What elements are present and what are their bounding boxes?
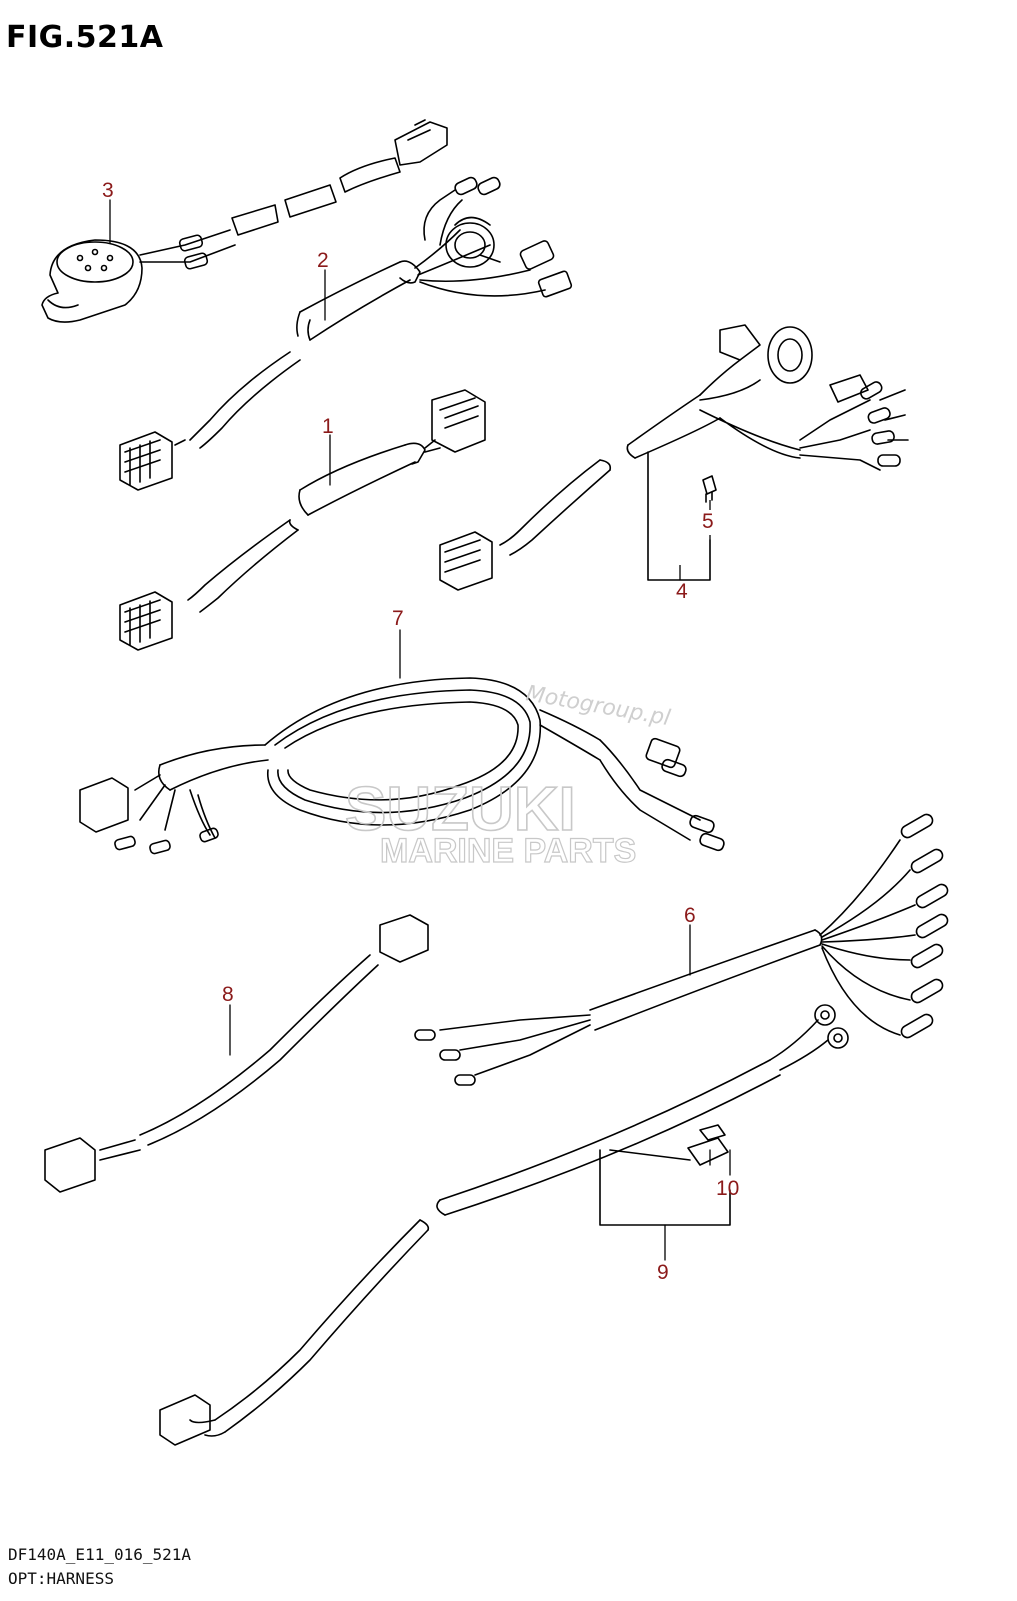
part-4-bracket	[647, 451, 711, 581]
part-9-connector	[159, 1394, 211, 1446]
round-connector	[445, 222, 495, 268]
buzzer-body	[41, 239, 143, 323]
part-1-connector	[119, 591, 173, 651]
callout-6: 6	[684, 904, 696, 927]
footer-name: OPT:HARNESS	[8, 1569, 114, 1588]
part-1-harness	[119, 389, 486, 651]
watermark: Motogroup.pl SUZUKI MARINE PARTS	[344, 681, 672, 870]
part-4-connector	[439, 531, 493, 591]
part-7-harness	[79, 677, 725, 855]
part-8-connector-top	[379, 914, 429, 963]
part-5-fuse	[702, 475, 717, 503]
callout-10: 10	[716, 1177, 739, 1200]
part-2-connector	[119, 431, 173, 491]
part-2-harness	[119, 176, 573, 491]
part-4-harness	[439, 324, 909, 591]
part-8-harness	[44, 914, 429, 1193]
callout-7: 7	[392, 607, 404, 630]
part-4-round-connector	[767, 326, 813, 384]
figure-title: FIG.521A	[6, 20, 164, 55]
watermark-site: Motogroup.pl	[524, 681, 672, 731]
ring-terminal-2	[827, 1027, 849, 1049]
leader-details	[679, 500, 711, 580]
callout-4: 4	[676, 580, 688, 603]
buzzer-face	[56, 241, 134, 283]
ring-terminal-1	[814, 1004, 836, 1026]
part-3-buzzer-harness	[41, 119, 448, 323]
footer-code: DF140A_E11_016_521A	[8, 1545, 192, 1564]
part-8-connector-bottom	[44, 1137, 96, 1193]
callouts: 3 2 1 5 4 7 6 8 10 9	[102, 179, 739, 1284]
part-6-harness	[414, 813, 949, 1086]
callout-3: 3	[102, 179, 114, 202]
callout-5: 5	[702, 510, 714, 533]
buzzer-connector	[394, 121, 448, 166]
watermark-brand: SUZUKI	[345, 775, 576, 844]
callout-9: 9	[657, 1261, 669, 1284]
callout-8: 8	[222, 983, 234, 1006]
part-10-fuse-holder	[687, 1137, 729, 1166]
part-7-connector	[79, 777, 129, 833]
leader-lines	[109, 199, 731, 1261]
part-9-harness	[159, 1004, 849, 1446]
part-1-socket	[431, 389, 486, 453]
watermark-subtitle: MARINE PARTS	[380, 832, 636, 870]
callout-2: 2	[317, 249, 329, 272]
callout-1: 1	[322, 415, 334, 438]
